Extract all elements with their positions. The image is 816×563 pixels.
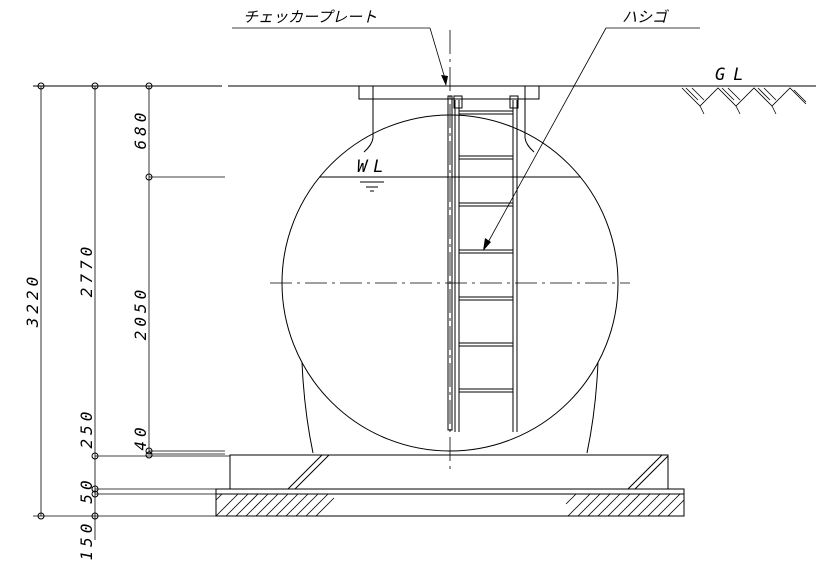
dim-middle: 2050: [131, 286, 150, 341]
soil-hatching: [681, 87, 807, 115]
ladder-rungs: [458, 110, 514, 393]
ladder-label: ハシゴ: [622, 8, 669, 26]
dim-gravel: 150: [77, 520, 96, 561]
wl-symbol: WL: [352, 157, 392, 192]
manhole-neck: [363, 99, 535, 153]
dim-bottom-gap: 40: [131, 423, 150, 450]
checker-plate-label: チェッカープレート: [243, 8, 377, 26]
leveling-concrete: [215, 488, 685, 495]
wl-label: WL: [357, 157, 389, 177]
dimension-markers: [37, 82, 153, 520]
dimension-lines: [33, 82, 230, 540]
dim-total: 3220: [23, 273, 42, 329]
checker-plate-leader: チェッカープレート: [232, 8, 448, 86]
dim-depth-to-base: 2770: [77, 243, 96, 298]
base-slab: [229, 454, 669, 490]
dimension-texts: 3220 2770 680 2050 40 250 50 150: [23, 109, 150, 561]
dim-top: 680: [131, 109, 150, 150]
gravel-foundation: [215, 493, 685, 517]
checker-plate: [358, 85, 540, 100]
dim-leveling: 50: [77, 476, 96, 503]
support-skirt: [301, 361, 599, 454]
ladder: [447, 95, 519, 432]
ladder-leader: ハシゴ: [483, 8, 700, 251]
gl-label: GL: [715, 65, 751, 85]
dim-base-slab: 250: [77, 408, 96, 449]
